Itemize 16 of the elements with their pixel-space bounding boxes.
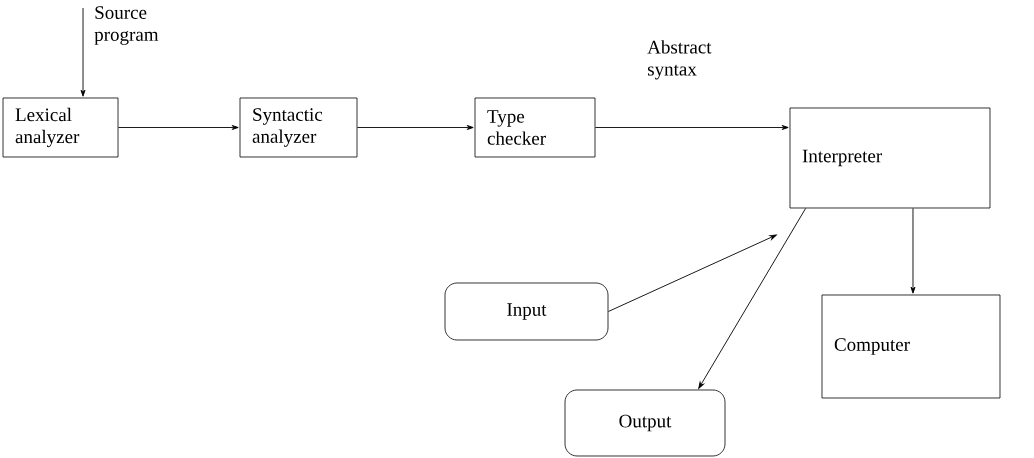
arrow [698,207,807,389]
process-box: Type checker [474,97,596,158]
process-box: Computer [821,294,1001,399]
process-box: Interpreter [789,107,991,209]
arrow [910,207,916,294]
process-box: Syntactic analyzer [239,97,358,158]
io-box: Output [564,389,726,457]
io-box: Input [444,282,609,341]
arrow [117,125,239,130]
process-box: Lexical analyzer [2,97,119,158]
edge-label: Source program [94,6,159,45]
arrow [80,7,86,97]
edge-label: Abstract syntax [647,40,712,80]
arrow [594,125,789,130]
arrow [356,125,474,130]
arrow [607,234,777,312]
